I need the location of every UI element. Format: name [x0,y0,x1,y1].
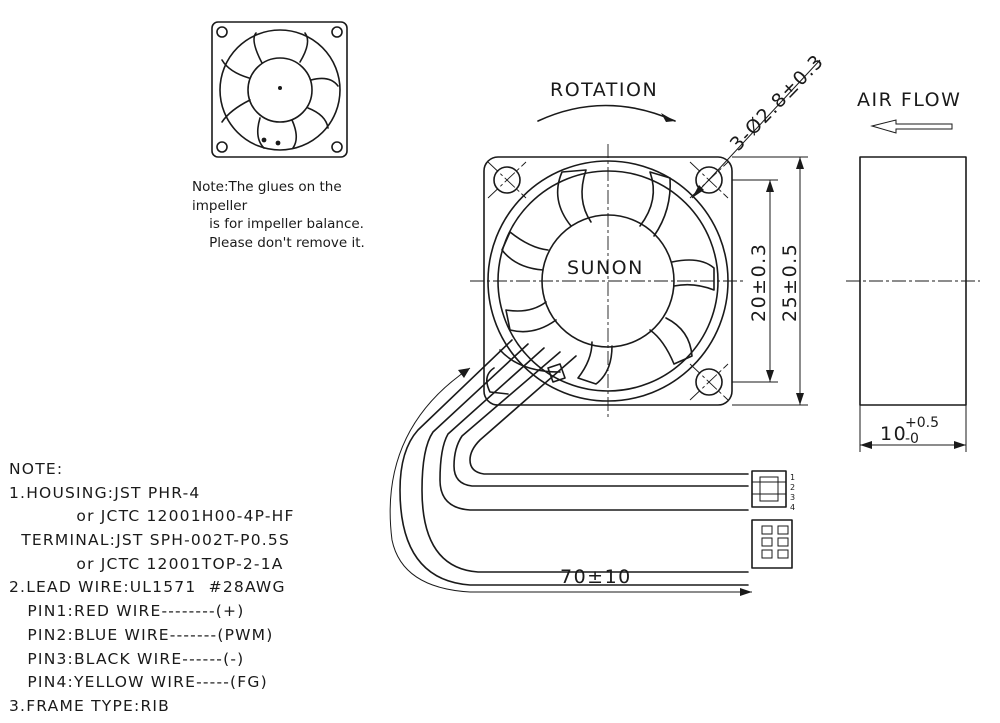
notes-list: NOTE: 1.HOUSING:JST PHR-4 or JCTC 12001H… [9,458,295,719]
note-line: 2.LEAD WIRE:UL1571 #28AWG [9,578,286,597]
lead-dimension: 70±10 [389,367,752,596]
note-line: 1.HOUSING:JST PHR-4 [9,483,201,502]
rotation-arrow-icon [661,113,675,122]
rotation-label: ROTATION [550,79,658,101]
note-line: PIN2:BLUE WIRE-------(PWM) [9,625,274,644]
note-line: PIN1:RED WIRE--------(+) [9,602,245,621]
note-line: or JCTC 12001H00-4P-HF [9,507,295,526]
glue-note: Note:The glues on the impeller is for im… [192,178,365,252]
pin-4-number: 4 [790,503,795,512]
fan-side-view: 10 +0.5 -0 [846,156,980,452]
note-line: NOTE: [9,460,64,478]
note-line: PIN3:BLACK WIRE------(-) [9,649,245,668]
pin-1-number: 1 [790,473,795,482]
note-line: 3.FRAME TYPE:RIB [9,696,171,715]
dim-thickness-plus: +0.5 [905,415,939,431]
dim-lead: 70±10 [560,566,632,588]
brand-label: SUNON [567,257,644,279]
note-line: PIN4:YELLOW WIRE-----(FG) [9,673,268,692]
impeller-top-view [211,21,348,158]
glue-note-line: Please don't remove it. [192,234,365,251]
dim-inner: 20±0.3 [748,243,770,322]
lead-wires [399,339,749,586]
dim-thickness-minus: -0 [905,431,919,447]
vertical-dimensions: 20±0.3 25±0.5 [732,156,808,406]
airflow-arrow-icon [870,119,953,134]
note-line: or JCTC 12001TOP-2-1A [9,554,284,573]
dim-outer: 25±0.5 [779,243,801,322]
hole-dimension: 3-Ø2.8±0.3 [726,50,829,155]
glue-note-line: Note:The glues on the [192,179,342,195]
glue-note-line: impeller [192,197,248,214]
pin-2-number: 2 [790,483,795,492]
glue-note-line: is for impeller balance. [192,216,364,232]
note-line: TERMINAL:JST SPH-002T-P0.5S [9,531,290,550]
connector: 1 2 3 4 [751,470,795,569]
fan-front-view: SUNON [470,144,746,418]
pin-3-number: 3 [790,493,795,502]
air-flow-label: AIR FLOW [857,89,961,111]
dim-thickness: 10 [880,423,907,445]
